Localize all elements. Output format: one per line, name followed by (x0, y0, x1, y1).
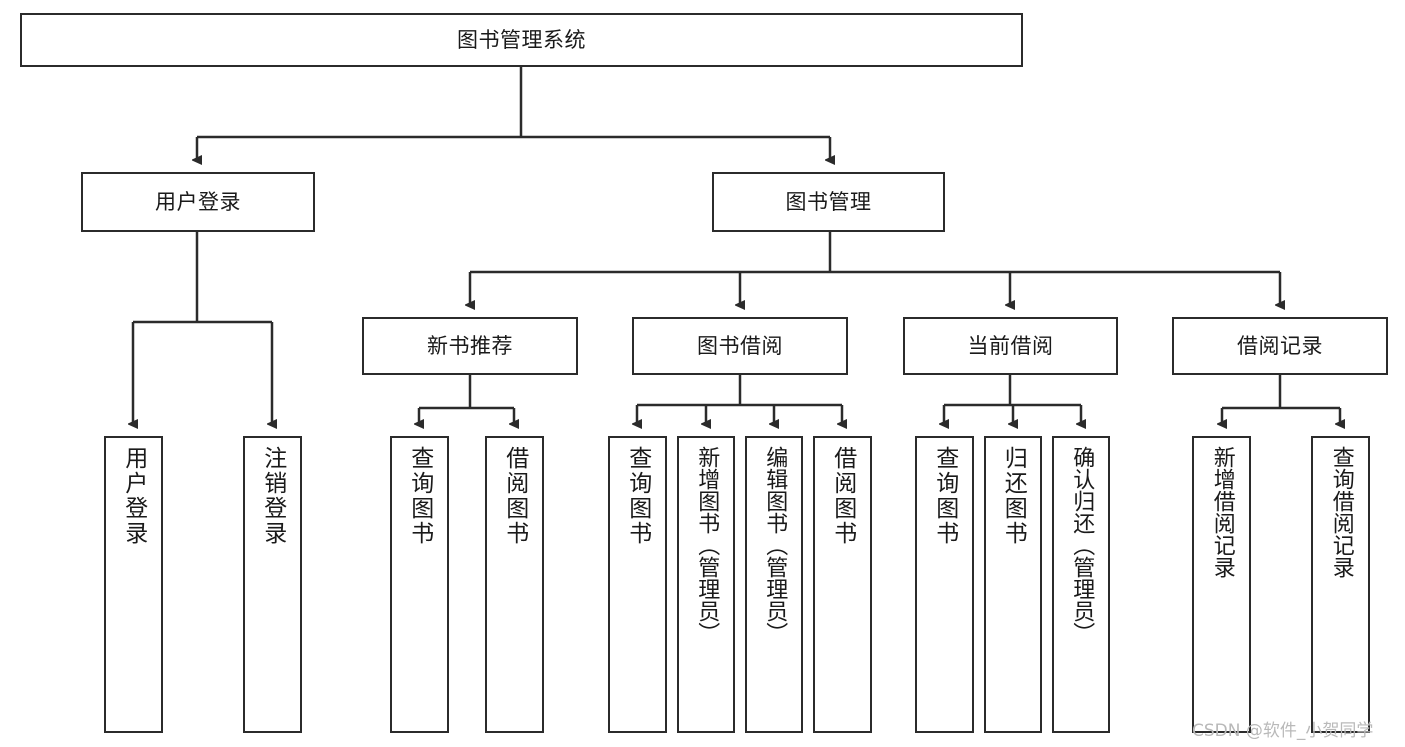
node-label: 查询借阅记录 (1328, 446, 1354, 578)
node-current-borrow[interactable]: 当前借阅 (903, 317, 1118, 375)
node-label: 新增借阅记录 (1209, 446, 1235, 578)
node-label: 新增图书（管理员） (694, 446, 720, 644)
node-label: 图书借阅 (697, 333, 783, 358)
node-label: 图书管理系统 (457, 27, 586, 52)
node-label: 归还图书 (1000, 446, 1027, 546)
leaf-query-book-current[interactable]: 查询图书 (915, 436, 974, 733)
node-book-management-system[interactable]: 图书管理系统 (20, 13, 1023, 67)
node-label: 确认归还（管理员） (1069, 446, 1095, 644)
leaf-edit-book-admin[interactable]: 编辑图书（管理员） (745, 436, 803, 733)
node-label: 借阅图书 (829, 446, 856, 546)
leaf-borrow-book-borrow[interactable]: 借阅图书 (813, 436, 872, 733)
leaf-query-borrow-record[interactable]: 查询借阅记录 (1311, 436, 1370, 733)
leaf-user-login[interactable]: 用户登录 (104, 436, 163, 733)
node-label: 用户登录 (155, 189, 241, 214)
csdn-watermark: CSDN @软件_小贺同学 (1192, 721, 1374, 741)
node-book-management[interactable]: 图书管理 (712, 172, 945, 232)
node-label: 查询图书 (406, 446, 433, 546)
leaf-query-book-borrow[interactable]: 查询图书 (608, 436, 667, 733)
node-new-book-recommend[interactable]: 新书推荐 (362, 317, 578, 375)
node-book-borrow[interactable]: 图书借阅 (632, 317, 848, 375)
node-label: 当前借阅 (967, 333, 1054, 358)
node-label: 用户登录 (120, 446, 147, 546)
node-label: 查询图书 (624, 446, 651, 546)
node-label: 注销登录 (259, 446, 286, 546)
leaf-add-book-admin[interactable]: 新增图书（管理员） (677, 436, 735, 733)
node-label: 查询图书 (931, 446, 958, 546)
node-label: 借阅记录 (1237, 333, 1323, 358)
leaf-logout-login[interactable]: 注销登录 (243, 436, 302, 733)
leaf-confirm-return-admin[interactable]: 确认归还（管理员） (1052, 436, 1110, 733)
node-user-login[interactable]: 用户登录 (81, 172, 315, 232)
leaf-return-book[interactable]: 归还图书 (984, 436, 1042, 733)
node-label: 借阅图书 (501, 446, 528, 546)
node-borrow-record[interactable]: 借阅记录 (1172, 317, 1388, 375)
node-label: 编辑图书（管理员） (762, 446, 788, 644)
node-label: 新书推荐 (427, 333, 513, 358)
node-label: 图书管理 (785, 189, 872, 214)
leaf-borrow-book-recommend[interactable]: 借阅图书 (485, 436, 544, 733)
leaf-query-book-recommend[interactable]: 查询图书 (390, 436, 449, 733)
leaf-add-borrow-record[interactable]: 新增借阅记录 (1192, 436, 1251, 733)
